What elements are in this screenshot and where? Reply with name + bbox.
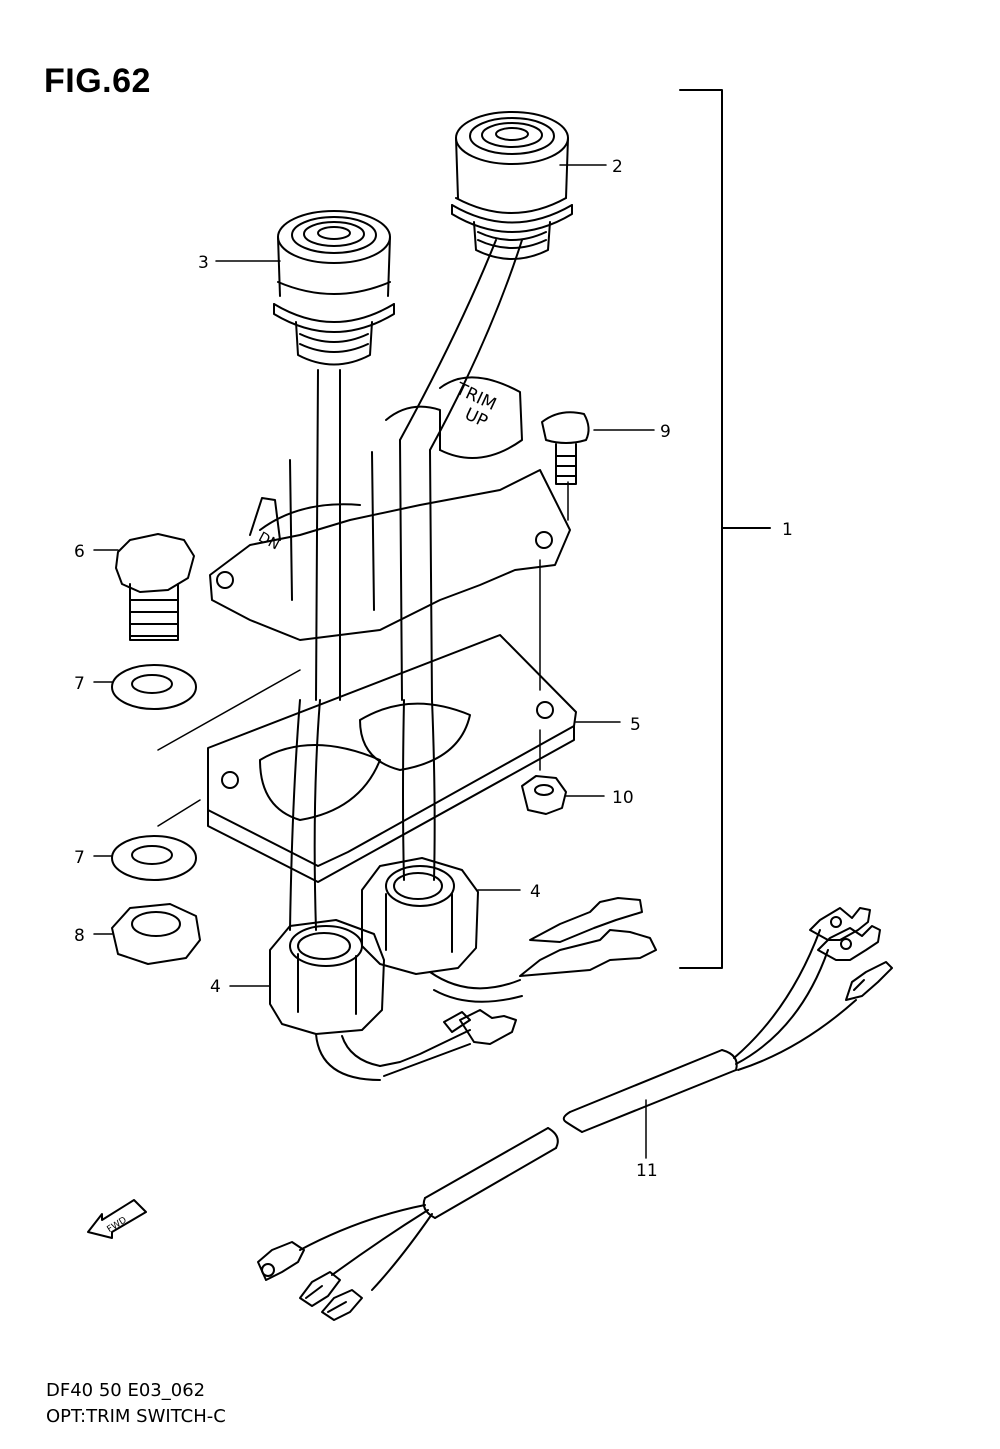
switch-holder <box>209 376 571 641</box>
callout-4-lower: 4 <box>210 977 221 997</box>
nut-10 <box>521 775 567 815</box>
lower-cable-connectors <box>315 897 657 1081</box>
callout-7-lower: 7 <box>74 848 85 868</box>
trim-down-switch <box>273 210 395 366</box>
assembly-bracket <box>679 89 771 969</box>
gasket-plate <box>207 634 577 883</box>
callout-8: 8 <box>74 926 85 946</box>
dn-label: DN <box>256 529 282 553</box>
screw-9 <box>541 411 590 485</box>
callout-11: 11 <box>636 1161 658 1181</box>
nut-4-upper <box>361 857 479 975</box>
alignment-lines <box>157 481 569 827</box>
callout-9: 9 <box>660 422 671 442</box>
trim-up-switch <box>451 111 573 260</box>
callout-numbers: 1 2 3 4 4 5 6 7 7 8 9 10 11 <box>74 157 793 1181</box>
connector-left-2 <box>299 1271 341 1307</box>
connector-female-right-2 <box>817 925 881 961</box>
washer-7-upper <box>111 664 197 710</box>
connector-left-1 <box>257 1241 305 1281</box>
wire-harness-lower <box>257 907 893 1321</box>
callout-7-upper: 7 <box>74 674 85 694</box>
nut-8 <box>111 903 201 965</box>
callout-3: 3 <box>198 253 209 273</box>
callout-4-upper: 4 <box>530 882 541 902</box>
figure-title: FIG.62 <box>44 62 151 100</box>
connector-left-3 <box>321 1289 363 1321</box>
callout-2: 2 <box>612 157 623 177</box>
nut-4-lower <box>269 919 385 1035</box>
connector-female-right-1 <box>809 907 871 941</box>
switch-cables <box>289 239 523 931</box>
leader-lines <box>93 164 655 1159</box>
callout-10: 10 <box>612 788 634 808</box>
callout-1: 1 <box>782 520 793 540</box>
connector-male-right <box>845 961 893 1001</box>
figure-name: OPT:TRIM SWITCH-C <box>46 1406 226 1427</box>
callout-5: 5 <box>630 715 641 735</box>
fwd-arrow-icon: FWD <box>87 1199 147 1239</box>
callout-6: 6 <box>74 542 85 562</box>
washer-7-lower <box>111 835 197 881</box>
figure-code: DF40 50 E03_062 <box>46 1380 206 1401</box>
bolt-6 <box>115 533 195 641</box>
